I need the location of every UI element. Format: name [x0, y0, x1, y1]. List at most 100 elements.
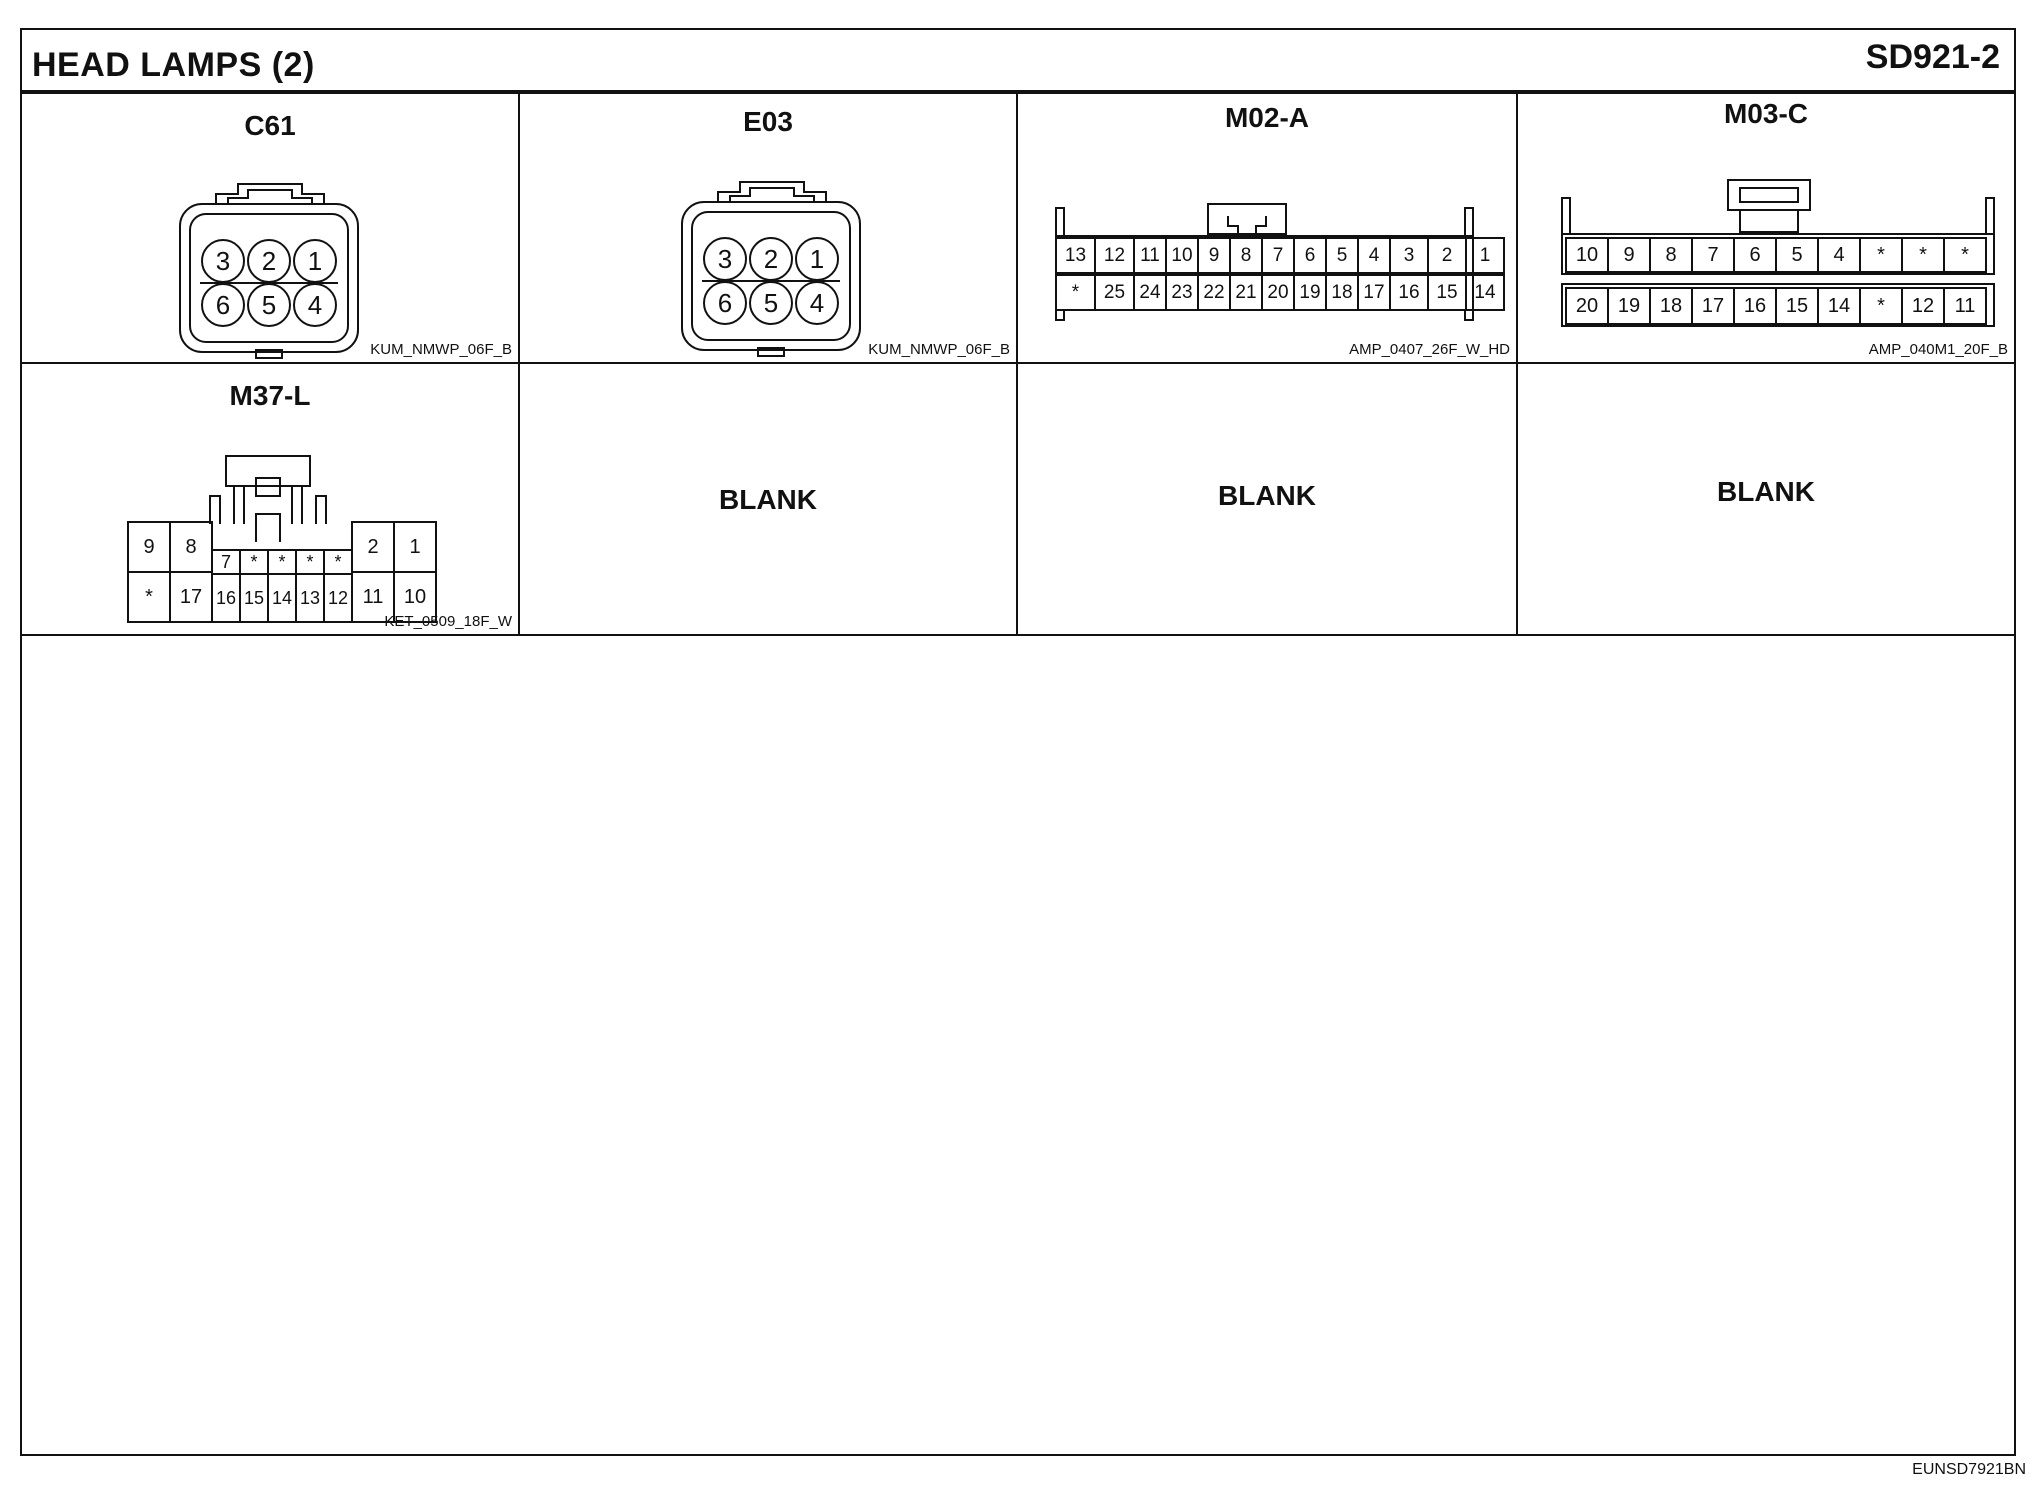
pin-label: 3 — [718, 244, 732, 274]
pin-label: 3 — [216, 246, 230, 276]
pin-label: 5 — [764, 288, 778, 318]
pin-label: 6 — [718, 288, 732, 318]
pin-label: 4 — [1369, 245, 1380, 266]
connector-c61-housing — [179, 183, 359, 359]
pin-label: 13 — [1065, 245, 1086, 266]
pin-label: * — [1877, 295, 1885, 317]
blank-label: BLANK — [1717, 476, 1815, 507]
connector-e03-housing — [681, 181, 861, 357]
pin-label: 7 — [221, 552, 231, 572]
header-bar: HEAD LAMPS (2) SD921-2 — [22, 30, 2014, 94]
pin-label: 17 — [1702, 295, 1724, 317]
pin-label: * — [145, 586, 153, 608]
pin-label: 3 — [1404, 245, 1415, 266]
blank-label: BLANK — [719, 484, 817, 515]
pin-label: 19 — [1618, 295, 1640, 317]
pin-label: 11 — [1955, 295, 1976, 317]
pin-label: * — [1072, 282, 1080, 303]
pin-label: 16 — [216, 588, 236, 608]
pin-label: 4 — [1833, 244, 1844, 266]
pin-label: 16 — [1398, 282, 1419, 303]
pin — [1465, 274, 1505, 311]
pin — [1943, 237, 1987, 273]
part-number: KUM_NMWP_06F_B — [370, 341, 512, 358]
pin-label: 23 — [1171, 282, 1192, 303]
connector-id: M03-C — [1723, 98, 1808, 129]
pin-label: 1 — [409, 536, 420, 558]
connector-id: E03 — [743, 106, 793, 137]
connector-id: M37-L — [229, 380, 311, 411]
drawing-id: EUNSD7921BN — [1912, 1461, 2026, 1478]
blank-cell-2: BLANK — [1018, 364, 1518, 636]
pin-label: 21 — [1235, 282, 1256, 303]
pin-label: * — [334, 552, 341, 572]
pin-label: 15 — [1786, 295, 1808, 317]
pin-label: 4 — [308, 290, 322, 320]
pin-label: 9 — [143, 536, 154, 558]
pin-label: 17 — [180, 586, 202, 608]
blank-label: BLANK — [1218, 480, 1316, 511]
pin-label: 15 — [244, 588, 264, 608]
pin-label: 7 — [1707, 244, 1718, 266]
pin-label: 9 — [1623, 244, 1634, 266]
pin-label: 7 — [1273, 245, 1284, 266]
pin-label: 14 — [1474, 282, 1496, 303]
pin-label: 17 — [1363, 282, 1384, 303]
pin-label: 4 — [810, 288, 824, 318]
pin-label: * — [306, 552, 313, 572]
pin-label: 18 — [1660, 295, 1682, 317]
pin-label: 10 — [1576, 244, 1598, 266]
pin-label: 12 — [1104, 245, 1125, 266]
page-title: HEAD LAMPS (2) — [32, 46, 315, 84]
pin-label: 16 — [1744, 295, 1766, 317]
pin-label: 1 — [810, 244, 824, 274]
pin-label: 5 — [1791, 244, 1802, 266]
pin-label: 14 — [272, 588, 292, 608]
part-number: AMP_0407_26F_W_HD — [1349, 341, 1510, 358]
pin-label: 5 — [262, 290, 276, 320]
pin-label: 20 — [1576, 295, 1598, 317]
connector-id: C61 — [244, 110, 296, 141]
blank-cell-3: BLANK — [1518, 364, 2014, 636]
pin-label: 10 — [1171, 245, 1192, 266]
pin-label: * — [250, 552, 257, 572]
pin-label: 9 — [1209, 245, 1220, 266]
pin — [393, 571, 437, 623]
pin — [1943, 287, 1987, 325]
pin-label: 8 — [185, 536, 196, 558]
pin-label: * — [1919, 244, 1927, 266]
pin-label: 8 — [1665, 244, 1676, 266]
pin-label: 1 — [1480, 245, 1491, 266]
pin — [1465, 237, 1505, 274]
pin-label: 1 — [308, 246, 322, 276]
pin-label: 2 — [1442, 245, 1453, 266]
pin-label: 22 — [1203, 282, 1224, 303]
pin-label: 11 — [1140, 245, 1160, 266]
part-number: KET_0509_18F_W — [384, 613, 512, 630]
page-code: SD921-2 — [1865, 38, 2000, 76]
pin-label: 8 — [1241, 245, 1252, 266]
pin-label: 6 — [1749, 244, 1760, 266]
pin-label: 15 — [1436, 282, 1457, 303]
connector-m03c-housing — [1561, 179, 1995, 327]
pin-label: 6 — [1305, 245, 1316, 266]
pin-label: 25 — [1104, 282, 1125, 303]
pin-label: 12 — [328, 588, 348, 608]
pin-label: 12 — [1912, 295, 1934, 317]
pin-label: * — [278, 552, 285, 572]
pin-label: 2 — [262, 246, 276, 276]
pin-label: * — [1877, 244, 1885, 266]
